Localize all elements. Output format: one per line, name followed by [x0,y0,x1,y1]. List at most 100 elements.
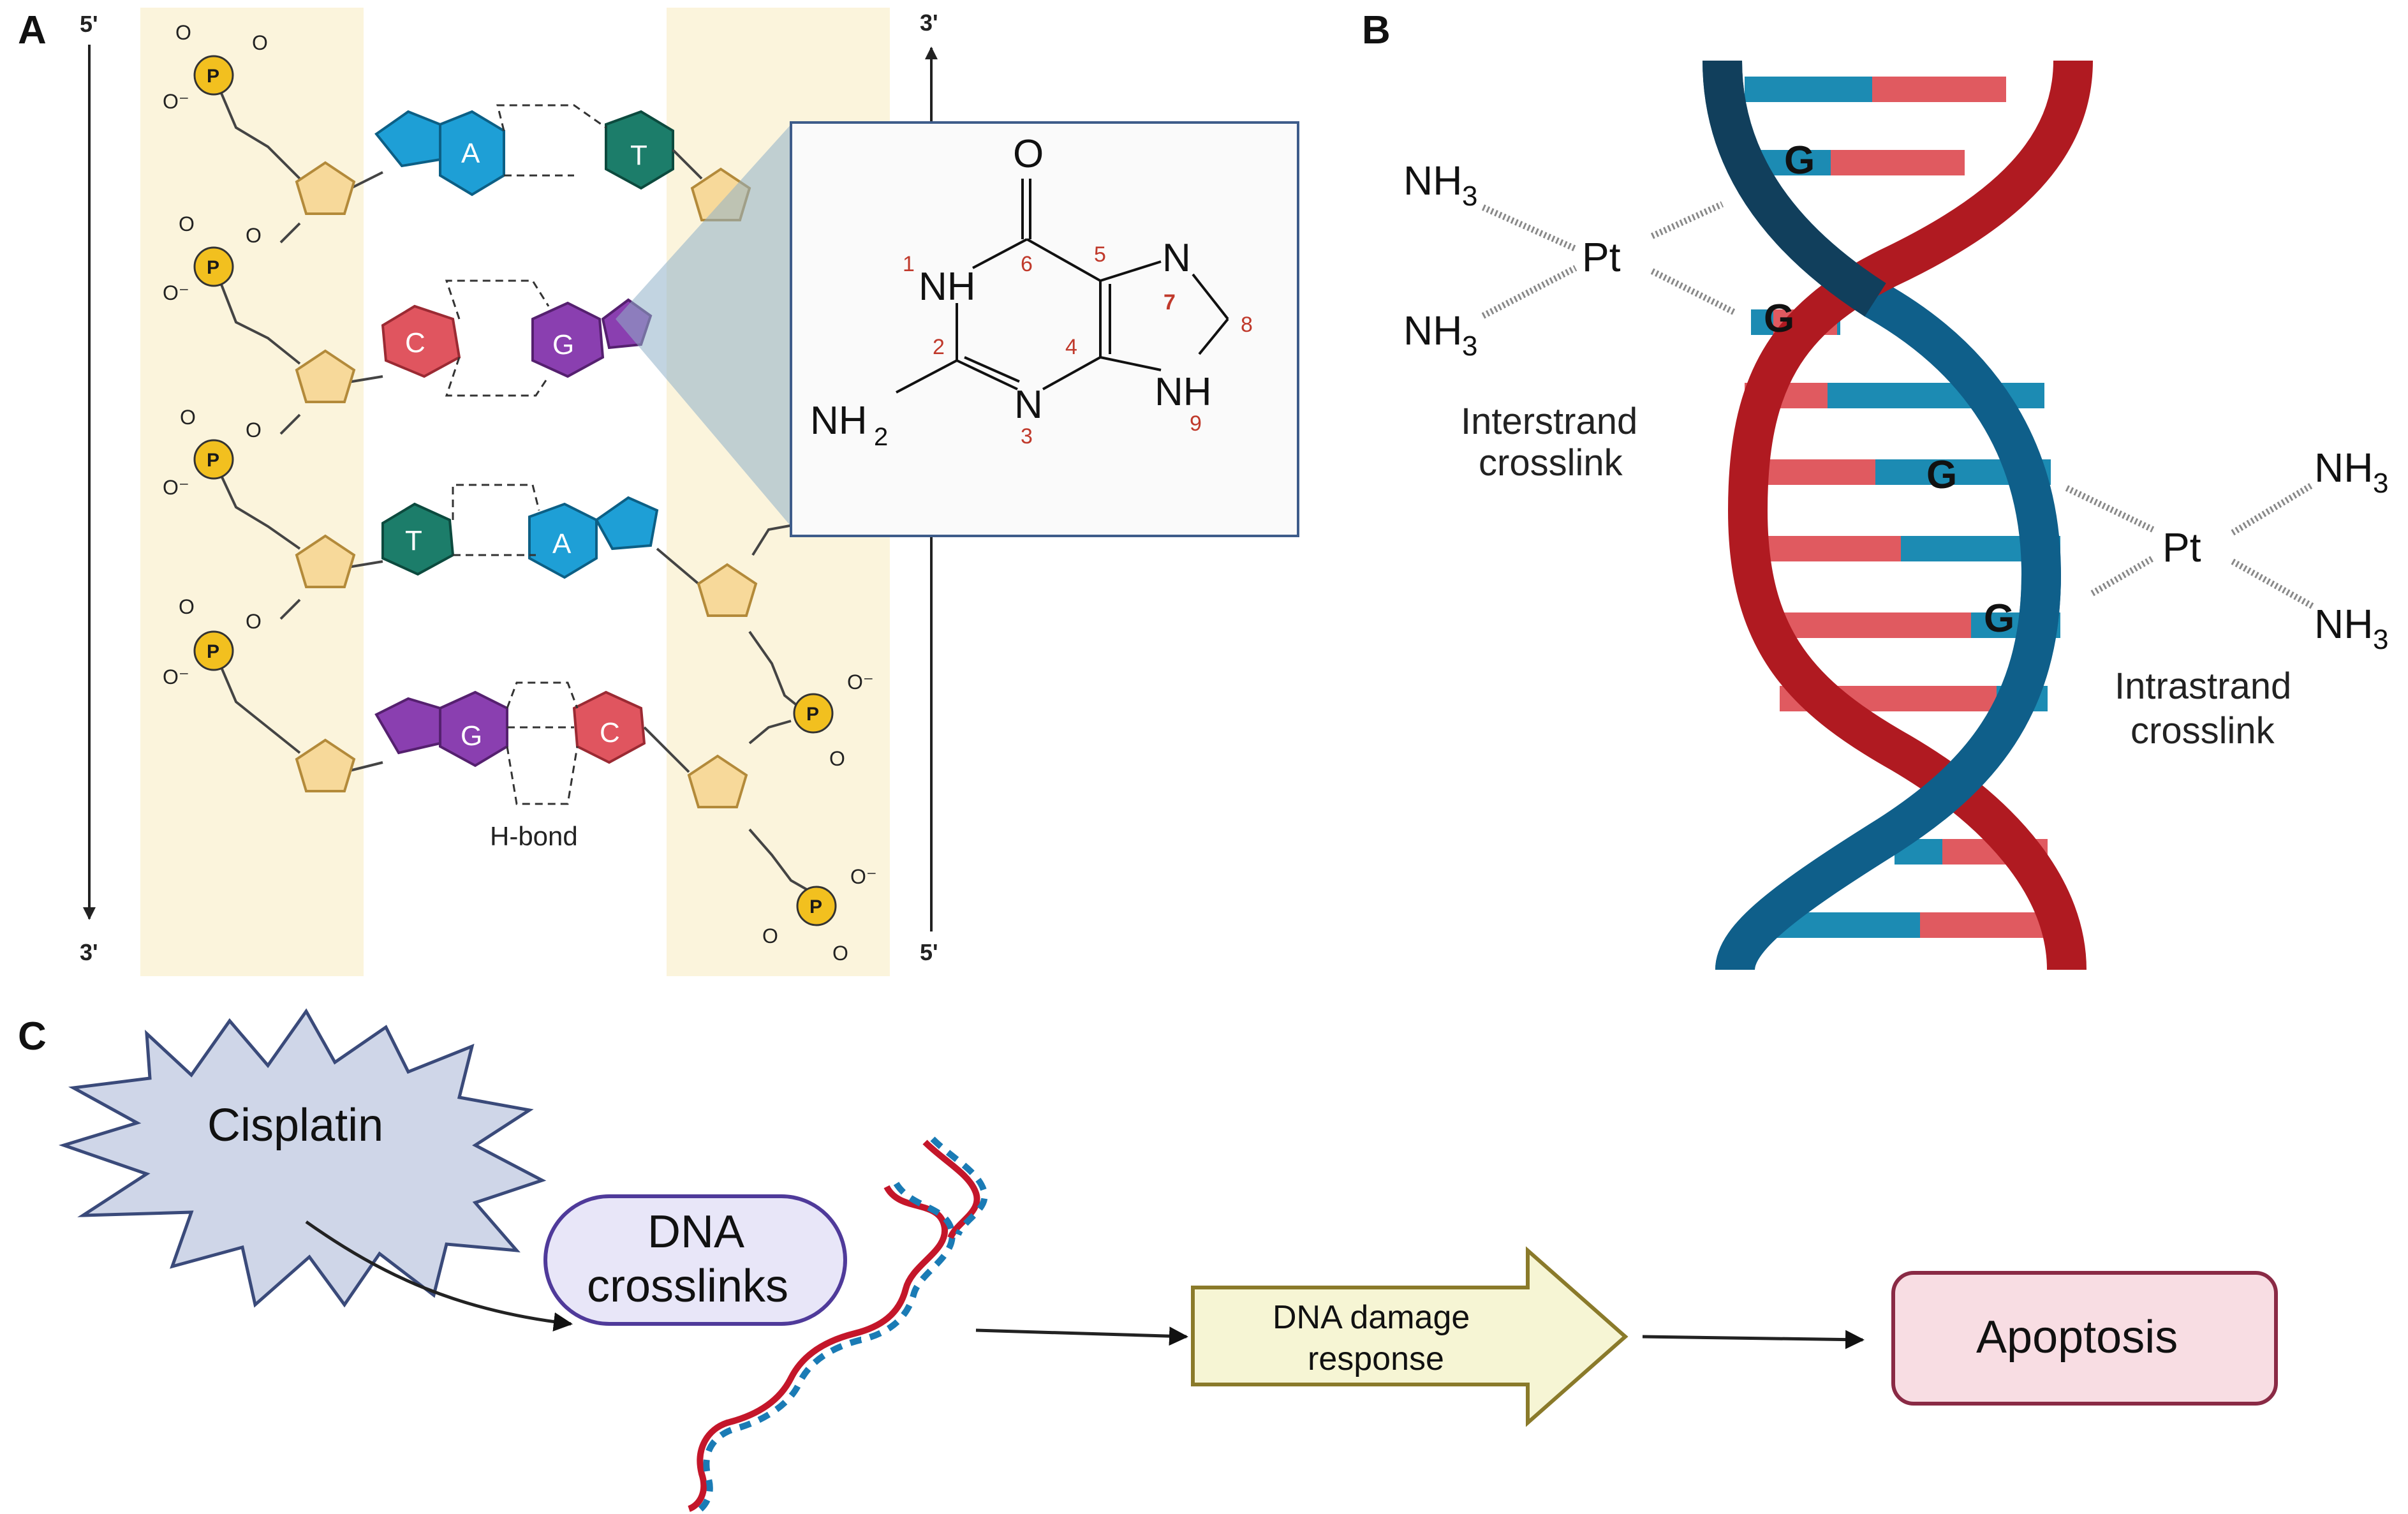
base-pair-1: A T [374,104,674,197]
arrow-to-damage-response [975,1326,1188,1346]
hbond-label: H-bond [490,821,578,851]
dna-damage-response-arrow [1191,1246,1629,1427]
svg-text:3: 3 [1462,330,1477,362]
svg-text:O⁻: O⁻ [163,665,189,688]
svg-text:O⁻: O⁻ [850,865,877,888]
svg-text:Pt: Pt [1582,234,1621,280]
base-pair-4: G C H-bond [374,681,646,851]
base-g-label: G [461,720,482,752]
panel-c-label: C [18,1014,47,1058]
base-a-five-ring [595,496,659,551]
blue-strand-lower-front [1715,574,2061,972]
base-g [531,301,605,378]
svg-text:1: 1 [903,252,915,276]
svg-text:P: P [809,896,822,917]
apoptosis-label: Apoptosis [1976,1312,2178,1363]
red-strand [1727,60,2093,970]
guanine-marker: G [1784,138,1815,182]
tangled-dna-icon [688,1136,988,1514]
svg-text:NH: NH [1155,370,1212,414]
dna-crosslinks-line1: DNA [647,1206,744,1258]
svg-text:6: 6 [1021,252,1033,276]
blue-strand-front [1703,60,1886,317]
zoom-wedge [616,124,791,526]
svg-text:3: 3 [1462,181,1477,212]
svg-text:O: O [252,31,268,54]
dna-damage-line2: response [1308,1340,1444,1377]
svg-text:3: 3 [2373,624,2388,655]
svg-text:N: N [1014,383,1043,427]
base-pair-2: C G [381,279,653,397]
base-c-label: C [405,327,425,359]
interstrand-label-line1: Interstrand [1461,401,1637,442]
svg-text:NH: NH [810,399,868,443]
svg-text:O: O [832,942,848,965]
base-t-label: T [630,140,647,171]
base-a-five-ring [374,110,441,168]
dna-crosslinks-box [543,1194,847,1326]
svg-text:P: P [207,66,219,87]
base-a [528,502,598,579]
arrow-to-apoptosis [1642,1330,1865,1349]
svg-text:O: O [180,406,196,429]
phosphate-group: P O O O⁻ [163,21,268,113]
right-phosphates: P O⁻ O P O⁻ O O [762,671,877,965]
svg-text:O: O [246,419,262,442]
apoptosis-box [1891,1271,2278,1406]
cisplatin-label: Cisplatin [207,1100,383,1151]
phosphate-group: P O⁻ O [793,671,874,770]
svg-text:O⁻: O⁻ [163,90,189,113]
svg-text:O⁻: O⁻ [163,476,189,499]
svg-text:P: P [207,450,219,471]
svg-text:2: 2 [933,335,945,359]
dna-damage-line1: DNA damage [1273,1299,1470,1336]
base-g-label: G [552,329,574,360]
left-sugars [295,161,356,792]
svg-text:NH: NH [2314,445,2373,491]
left-strand-top-label: 5' [80,11,98,37]
svg-text:NH: NH [2314,601,2373,647]
svg-text:P: P [207,641,219,662]
phosphate-group: P O O O⁻ [163,406,262,499]
svg-text:O: O [762,924,778,947]
base-pair-3: T A [381,484,659,579]
svg-text:NH: NH [1403,308,1462,353]
svg-text:O⁻: O⁻ [847,671,874,694]
panel-c: C Cisplatin DNA crosslinks DNA damage re… [18,1008,2278,1514]
svg-text:O: O [179,595,195,618]
interstrand-label-line2: crosslink [1479,442,1623,484]
arrow-cisplatin-to-crosslinks [305,1220,573,1332]
left-strand-bottom-label: 3' [80,939,98,965]
panel-b-label: B [1362,8,1391,52]
guanine-marker: G [1984,597,2014,641]
guanine-marker: G [1926,453,1957,497]
panel-a-label: A [18,8,47,52]
svg-text:O: O [829,747,845,770]
amino-group: NH 2 [810,399,888,451]
intrastrand-label-line1: Intrastrand [2115,665,2291,707]
svg-text:2: 2 [874,423,888,451]
intrastrand-label-line2: crosslink [2131,710,2275,752]
svg-text:3: 3 [1021,424,1033,449]
svg-text:7: 7 [1163,290,1176,315]
svg-text:O: O [179,212,195,235]
svg-text:8: 8 [1241,313,1253,337]
right-strand-bottom-label: 5' [920,939,938,965]
svg-text:O: O [1013,132,1044,176]
svg-text:O: O [246,224,262,247]
base-t-label: T [405,525,422,556]
panel-a: A 5' 3' 3' 5' P O O O⁻ [18,8,1299,976]
svg-text:O: O [175,21,191,44]
svg-text:P: P [207,257,219,278]
base-t [605,110,674,190]
right-sugars [687,167,758,808]
cisplatin-burst [58,1008,547,1308]
right-strand-top-label: 3' [920,10,938,36]
left-backbone [212,75,383,773]
dna-crosslinks-line2: crosslinks [587,1261,788,1312]
left-phosphates: P O O O⁻ P O O O⁻ P O O O⁻ P O O O⁻ [163,21,268,688]
base-g-five-ring [374,697,441,755]
guanine-structure-box: O NH N NH N NH 2 1 2 3 4 5 6 7 8 9 [790,121,1299,537]
